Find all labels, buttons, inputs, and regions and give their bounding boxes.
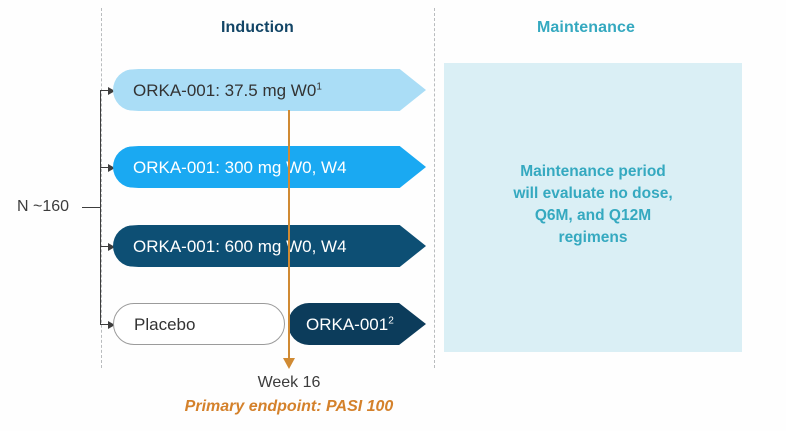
crossover-arrow-shape [288,303,426,345]
maintenance-phase-title: Maintenance [537,19,636,36]
randomization-stem [82,207,101,208]
maintenance-period-panel: Maintenance period will evaluate no dose… [444,63,742,352]
arm-label: ORKA-001: 37.5 mg W01 [113,80,322,100]
branch-arrow-icon-arm-4 [100,320,115,329]
branch-arrow-icon-arm-2 [100,163,115,172]
treatment-arm-placebo[interactable]: Placebo [113,303,285,345]
phase-divider-right [434,8,435,368]
arm-label-superscript: 1 [316,80,322,92]
arm-label: ORKA-001: 600 mg W0, W4 [113,238,347,255]
primary-endpoint-line [288,110,290,362]
placebo-label: Placebo [134,314,196,334]
treatment-arm-300mg[interactable]: ORKA-001: 300 mg W0, W4 [113,146,426,188]
crossover-label-superscript: 2 [388,314,394,326]
arm-label-text: ORKA-001: 300 mg W0, W4 [133,157,347,177]
arm-arrow-shape [113,69,426,111]
placebo-crossover-arm[interactable]: ORKA-0012 [288,303,426,345]
week-16-label: Week 16 [257,374,321,391]
arm-arrow-shape [113,225,426,267]
primary-endpoint-arrowhead-icon [283,358,295,369]
randomization-spine [100,90,101,324]
crossover-label-text: ORKA-001 [306,314,389,334]
maintenance-description: Maintenance period will evaluate no dose… [513,162,673,246]
primary-endpoint-label: Primary endpoint: PASI 100 [184,398,394,415]
branch-arrow-icon-arm-3 [100,242,115,251]
arm-label-text: ORKA-001: 37.5 mg W0 [133,80,317,100]
arm-label-text: ORKA-001: 600 mg W0, W4 [133,236,347,256]
crossover-label: ORKA-0012 [288,314,394,334]
treatment-arm-37-5mg[interactable]: ORKA-001: 37.5 mg W01 [113,69,426,111]
branch-arrow-icon-arm-1 [100,86,115,95]
arm-label: ORKA-001: 300 mg W0, W4 [113,159,347,176]
induction-phase-title: Induction [221,19,294,36]
arm-arrow-shape [113,146,426,188]
enrollment-label: N ~160 [17,198,70,215]
phase-divider-left [101,8,102,368]
treatment-arm-600mg[interactable]: ORKA-001: 600 mg W0, W4 [113,225,426,267]
